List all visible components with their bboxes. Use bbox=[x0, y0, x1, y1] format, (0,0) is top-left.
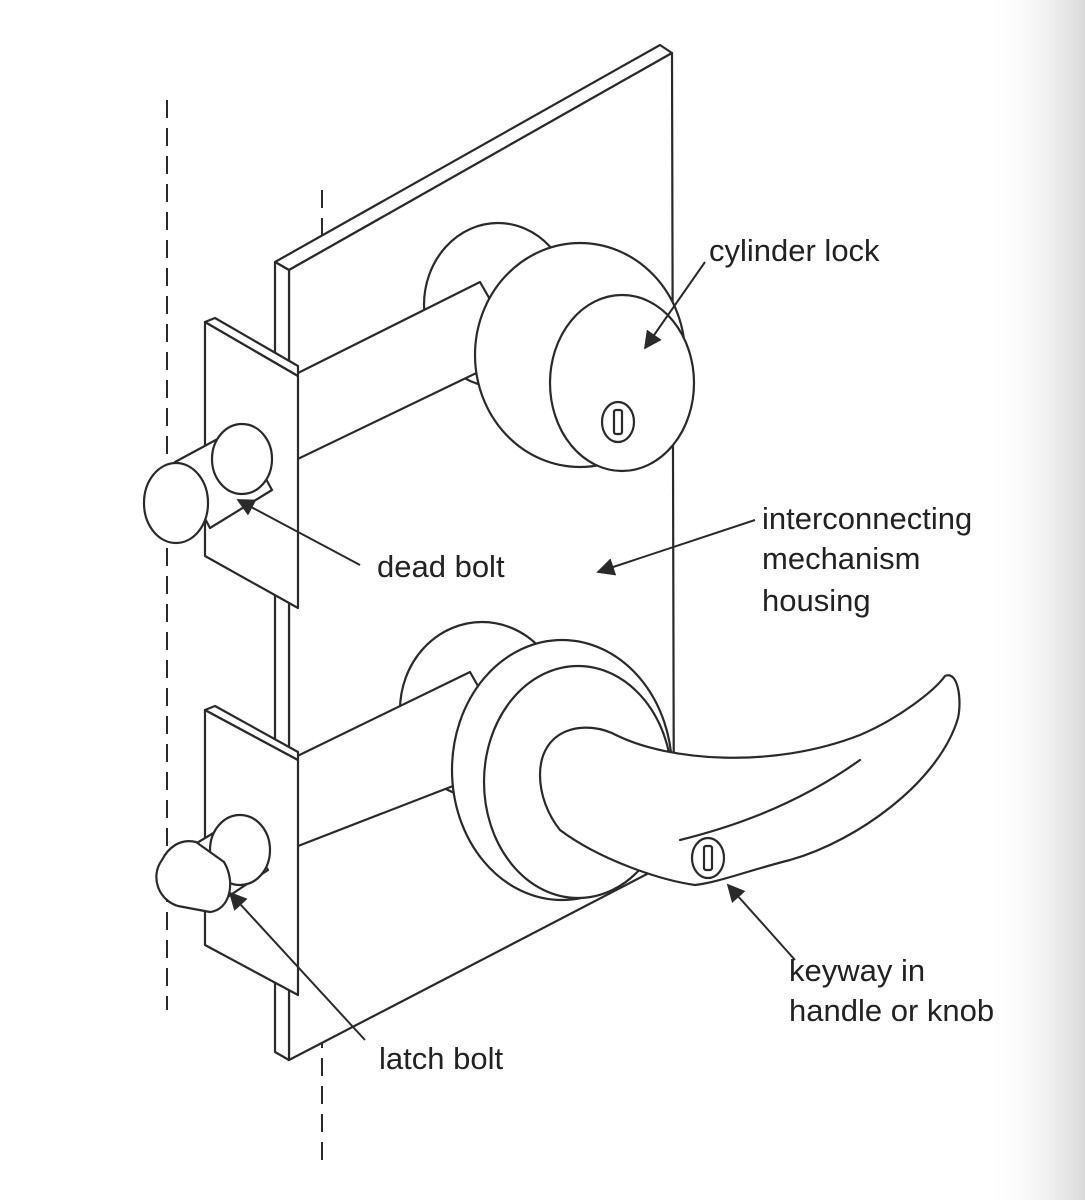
lever-handle-assembly bbox=[242, 620, 961, 902]
latch-bolt bbox=[155, 813, 272, 914]
label-keyway-line1: keyway in bbox=[789, 953, 926, 988]
latch-bolt-leader bbox=[228, 891, 366, 1041]
label-cylinder-lock: cylinder lock bbox=[709, 233, 880, 268]
label-latch-bolt: latch bolt bbox=[379, 1041, 504, 1076]
housing-leader bbox=[596, 519, 756, 576]
dead-bolt-leader bbox=[236, 499, 361, 566]
label-mechanism: mechanism bbox=[762, 541, 921, 576]
page-edge-shadow bbox=[985, 0, 1085, 1200]
label-housing: housing bbox=[762, 583, 871, 618]
label-interconnecting: interconnecting bbox=[762, 501, 973, 536]
label-keyway-line2: handle or knob bbox=[789, 993, 995, 1028]
keyway-leader bbox=[726, 883, 796, 961]
label-dead-bolt: dead bolt bbox=[377, 549, 505, 584]
cylinder-lock-leader bbox=[643, 261, 706, 350]
